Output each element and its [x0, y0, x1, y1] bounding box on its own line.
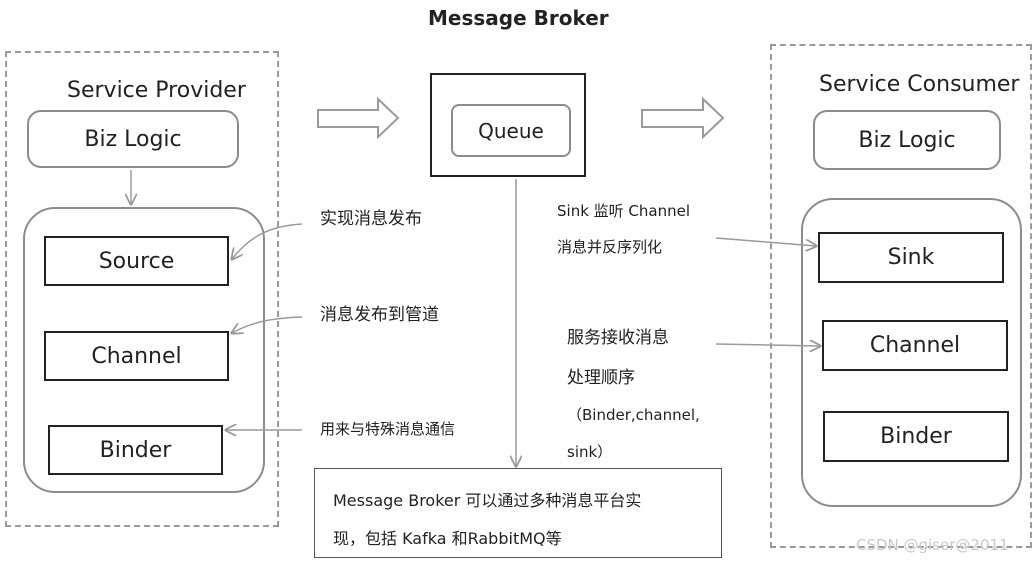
broker-note-box: Message Broker 可以通过多种消息平台实 现，包括 Kafka 和R… [314, 468, 722, 558]
provider-biz-logic-box: Biz Logic [27, 110, 239, 168]
service-provider-label: Service Provider [67, 78, 246, 103]
service-provider-container [5, 51, 279, 527]
provider-source-box: Source [44, 236, 229, 286]
queue-box: Queue [451, 104, 571, 157]
watermark: CSDN @giser@2011 [856, 536, 1009, 554]
service-consumer-label: Service Consumer [819, 72, 1020, 97]
provider-channel-box: Channel [44, 331, 229, 381]
broker-note-line1: Message Broker 可以通过多种消息平台实 [333, 491, 642, 510]
consumer-binder-box: Binder [823, 411, 1009, 462]
consumer-binder-label: Binder [880, 424, 952, 449]
note-consume-line3: （Binder,channel, [567, 406, 700, 424]
note-consume-line4: sink） [567, 443, 613, 461]
note-binder-comm: 用来与特殊消息通信 [320, 420, 456, 438]
consumer-channel-box: Channel [822, 320, 1008, 371]
note-publish: 实现消息发布 [320, 209, 422, 229]
note-sink-line1: Sink 监听 Channel [557, 202, 691, 220]
block-arrow-queue-to-consumer [641, 96, 725, 140]
provider-binder-box: Binder [48, 425, 223, 475]
provider-channel-label: Channel [91, 343, 182, 369]
note-sink-line2: 消息并反序列化 [557, 238, 663, 256]
broker-note-line2: 现，包括 Kafka 和RabbitMQ等 [333, 529, 562, 548]
consumer-channel-label: Channel [869, 333, 961, 358]
provider-source-label: Source [98, 248, 175, 274]
note-consume-line2: 处理顺序 [567, 368, 635, 388]
provider-binder-label: Binder [99, 437, 172, 463]
consumer-sink-box: Sink [818, 232, 1004, 283]
consumer-biz-logic-box: Biz Logic [813, 110, 1001, 170]
block-arrow-provider-to-queue [317, 96, 400, 140]
note-consume-line1: 服务接收消息 [567, 328, 669, 348]
queue-label: Queue [478, 118, 544, 143]
consumer-sink-label: Sink [887, 245, 935, 270]
service-consumer-container [770, 44, 1032, 548]
note-to-channel: 消息发布到管道 [320, 305, 439, 325]
consumer-biz-logic-label: Biz Logic [858, 127, 956, 153]
provider-biz-logic-label: Biz Logic [84, 126, 182, 152]
diagram-title: Message Broker [428, 6, 609, 30]
